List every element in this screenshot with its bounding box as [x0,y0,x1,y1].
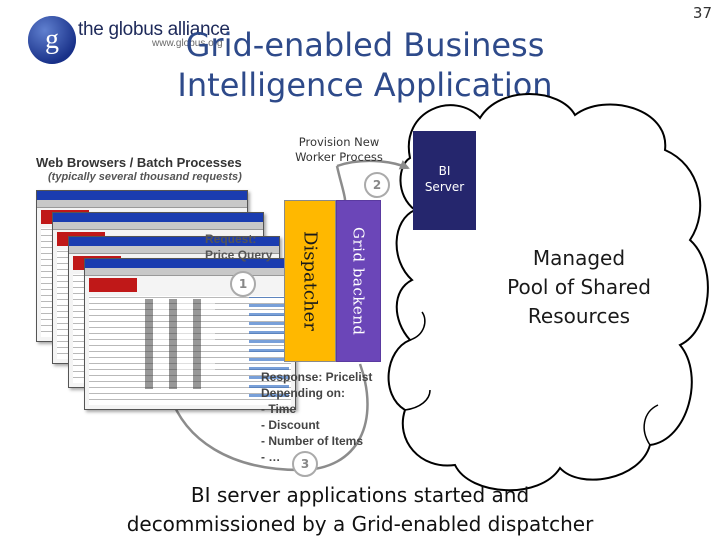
dispatcher-box: Dispatcher [284,200,336,362]
bi-server-box [413,131,476,230]
grid-backend-box: Grid backend [336,200,381,362]
response-line-2: Depending on: [261,386,345,400]
response-item: - Number of Items [261,434,364,448]
managed-pool-line-1: Managed [532,246,626,270]
response-line-1: Response: Pricelist [261,370,373,384]
web-browsers-title: Web Browsers / Batch Processes [36,155,242,170]
slide-title-line-1: Grid-enabled Business [185,26,545,64]
bi-server-line-1: BI [438,164,451,178]
provision-line-1: Provision New [298,135,380,149]
step-1-circle: 1 [230,271,256,297]
logo-url: www.globus.org [152,38,223,49]
response-item: - Time [261,402,297,416]
logo-name: the globus alliance [78,19,230,40]
response-item: - Discount [261,418,320,432]
bi-server-label: BI Server [413,163,476,195]
footer-line-1: BI server applications started and [190,483,530,507]
web-browsers-subtitle: (typically several thousand requests) [48,171,242,183]
managed-pool-line-2: Pool of Shared [507,275,651,299]
request-line-2: Price Query [205,248,273,262]
globus-logo-icon: g [28,16,76,64]
request-label: Request: Price Query [205,231,272,263]
browser-screenshot-4 [84,258,296,410]
response-label: Response: Pricelist Depending on: - Time… [261,369,372,465]
step-2-circle: 2 [364,172,390,198]
dispatcher-label: Dispatcher [299,231,321,331]
slide-number: 37 [692,4,712,22]
response-item: - … [261,450,281,464]
provision-arrow [336,159,410,170]
provision-line-2: Worker Process [295,150,383,164]
bi-server-line-2: Server [424,180,465,194]
managed-pool-label: Managed Pool of Shared Resources [470,244,688,331]
request-line-1: Request: [205,232,257,246]
managed-pool-line-3: Resources [527,304,631,328]
logo-mark: g [45,24,59,55]
step-3-circle: 3 [292,451,318,477]
grid-backend-label: Grid backend [349,226,368,336]
slide-title-line-2: Intelligence Application [177,66,553,104]
provision-label: Provision New Worker Process [285,135,393,165]
footer-line-2: decommissioned by a Grid-enabled dispatc… [126,512,594,536]
